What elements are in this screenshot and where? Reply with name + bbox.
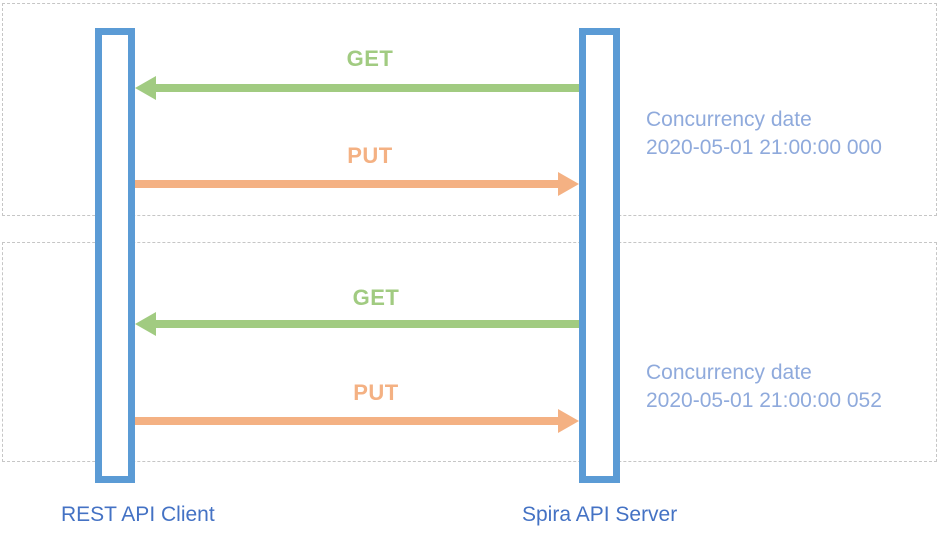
phase-box-2 [2,242,937,462]
get-arrow-2-shaft [153,320,579,328]
phase-box-1 [2,3,937,216]
put-message-label-2: PUT [353,380,399,405]
concurrency-note-1: Concurrency date 2020-05-01 21:00:00 000 [646,106,882,162]
client-activation-bar [95,28,135,483]
put-message-label-1: PUT [347,143,393,168]
concurrency-note-2: Concurrency date 2020-05-01 21:00:00 052 [646,359,882,415]
get-message-label-1: GET [346,46,394,71]
get-arrow-1-shaft [153,84,579,92]
concurrency-note-2-title: Concurrency date [646,361,812,384]
server-node-label: Spira API Server [522,503,678,526]
right-arrowhead-icon [558,172,579,196]
put-arrow-2-shaft [135,417,559,425]
client-node-label: REST API Client [61,503,215,526]
concurrency-note-1-title: Concurrency date [646,108,812,131]
concurrency-note-1-timestamp: 2020-05-01 21:00:00 000 [646,136,882,159]
get-message-label-2: GET [352,285,400,310]
left-arrowhead-icon [135,312,156,336]
left-arrowhead-icon [135,76,156,100]
server-activation-bar [579,28,620,483]
put-arrow-1-shaft [135,180,559,188]
right-arrowhead-icon [558,409,579,433]
concurrency-note-2-timestamp: 2020-05-01 21:00:00 052 [646,389,882,412]
